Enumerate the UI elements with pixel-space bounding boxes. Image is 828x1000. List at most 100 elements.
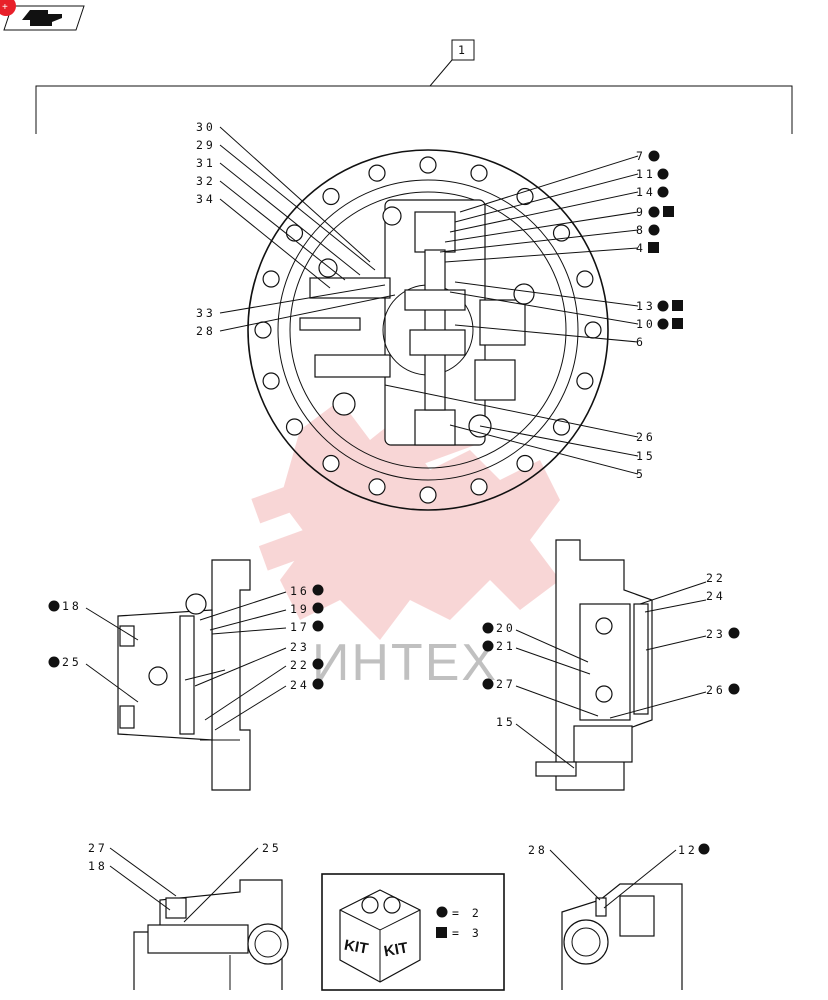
circle-marker [312,602,324,614]
labels-bottom-right: 28 12 [528,843,710,857]
callout-28: 28 [196,324,216,338]
watermark-text: ИНТЕХ [312,634,498,692]
legend-square-qty: = 3 [452,926,482,940]
square-marker [672,300,683,311]
back-button[interactable] [3,5,85,31]
callout-13: 13 [636,299,656,313]
circle-marker [648,150,660,162]
flange-bolt-hole [584,321,602,339]
leaders-right-view [515,581,707,769]
leaders-left-view [85,591,287,731]
callout-17: 17 [290,620,310,634]
callout-10: 10 [636,317,656,331]
callout-15: 15 [496,715,516,729]
flange-bolt-hole [576,270,594,288]
callout-22: 22 [706,571,726,585]
circle-marker [657,318,669,330]
square-marker [648,242,659,253]
circle-marker [482,678,494,690]
circle-marker [657,300,669,312]
labels-bottom-left: 27 18 25 [88,841,279,873]
callout-16: 16 [290,584,310,598]
callout-27: 27 [496,677,516,691]
callout-15: 15 [636,449,656,463]
callout-20: 20 [496,621,516,635]
kit-label-right: KIT [383,939,410,960]
callout-32: 32 [196,174,216,188]
callout-24: 24 [706,589,726,603]
leaders-bottom-left [109,847,259,923]
callout-8: 8 [636,223,646,237]
flange-bolt-hole [552,224,571,242]
flange-bolt-hole [368,164,386,182]
right-side-view [535,539,653,791]
flange-bolt-hole [419,156,437,174]
callout-24: 24 [290,678,310,692]
labels-left-view: 18 25 16 19 17 23 22 24 [48,584,324,692]
bottom-left-detail [133,879,289,990]
callout-30: 30 [196,120,216,134]
circle-marker [312,658,324,670]
labels-right-view: 22 24 20 21 23 27 26 15 [482,571,740,729]
assembly-ref-label: 1 [458,43,468,57]
callout-26: 26 [706,683,726,697]
callout-6: 6 [636,335,646,349]
flange-bolt-hole [552,418,571,436]
flange-bolt-hole [254,321,272,339]
callout-9: 9 [636,205,646,219]
circle-marker [657,186,669,198]
callout-7: 7 [636,149,646,163]
callout-5: 5 [636,467,646,481]
leaders-bottom-right [549,849,677,909]
callout-25: 25 [62,655,82,669]
callout-33: 33 [196,306,216,320]
flange-bolt-hole [368,478,386,496]
kit-legend-box: KIT KIT = 2 = 3 [321,873,505,991]
circle-marker [312,584,324,596]
callout-34: 34 [196,192,216,206]
callout-28: 28 [528,843,548,857]
callout-22: 22 [290,658,310,672]
circle-marker [728,627,740,639]
circle-marker [482,622,494,634]
square-marker [672,318,683,329]
notification-badge[interactable] [0,0,16,16]
back-arrow-icon [22,10,62,26]
circle-marker [728,683,740,695]
circle-marker [648,224,660,236]
kit-label-left: KIT [343,937,370,958]
circle-marker [648,206,660,218]
assembly-bracket: 1 [35,39,793,134]
callout-23: 23 [290,640,310,654]
flange-bolt-hole [576,372,594,390]
circle-marker [657,168,669,180]
flange-bolt-hole [262,372,280,390]
flange-bolt-hole [285,418,304,436]
flange-bolt-hole [322,454,340,473]
circle-marker [312,678,324,690]
callout-27: 27 [88,841,108,855]
callout-29: 29 [196,138,216,152]
flange-bolt-hole [470,164,488,182]
flange-bolt-hole [516,454,534,473]
circle-marker [312,620,324,632]
flange-bolt-hole [419,486,437,504]
circle-marker [48,656,60,668]
labels-main-left: 30 29 31 32 34 33 28 [196,120,216,338]
flange-bolt-hole [262,270,280,288]
left-side-view [117,559,251,791]
leaders-main-right [384,155,639,475]
square-marker [436,927,447,938]
callout-18: 18 [88,859,108,873]
legend-circle-qty: = 2 [452,906,482,920]
callout-23: 23 [706,627,726,641]
labels-main-right: 7 11 14 9 8 4 13 10 6 26 15 5 [636,149,683,481]
circle-marker [482,640,494,652]
circle-marker [436,906,448,918]
flange-bolt-hole [470,478,488,496]
callout-26: 26 [636,430,656,444]
circle-marker [48,600,60,612]
callout-31: 31 [196,156,216,170]
callout-11: 11 [636,167,656,181]
callout-14: 14 [636,185,656,199]
